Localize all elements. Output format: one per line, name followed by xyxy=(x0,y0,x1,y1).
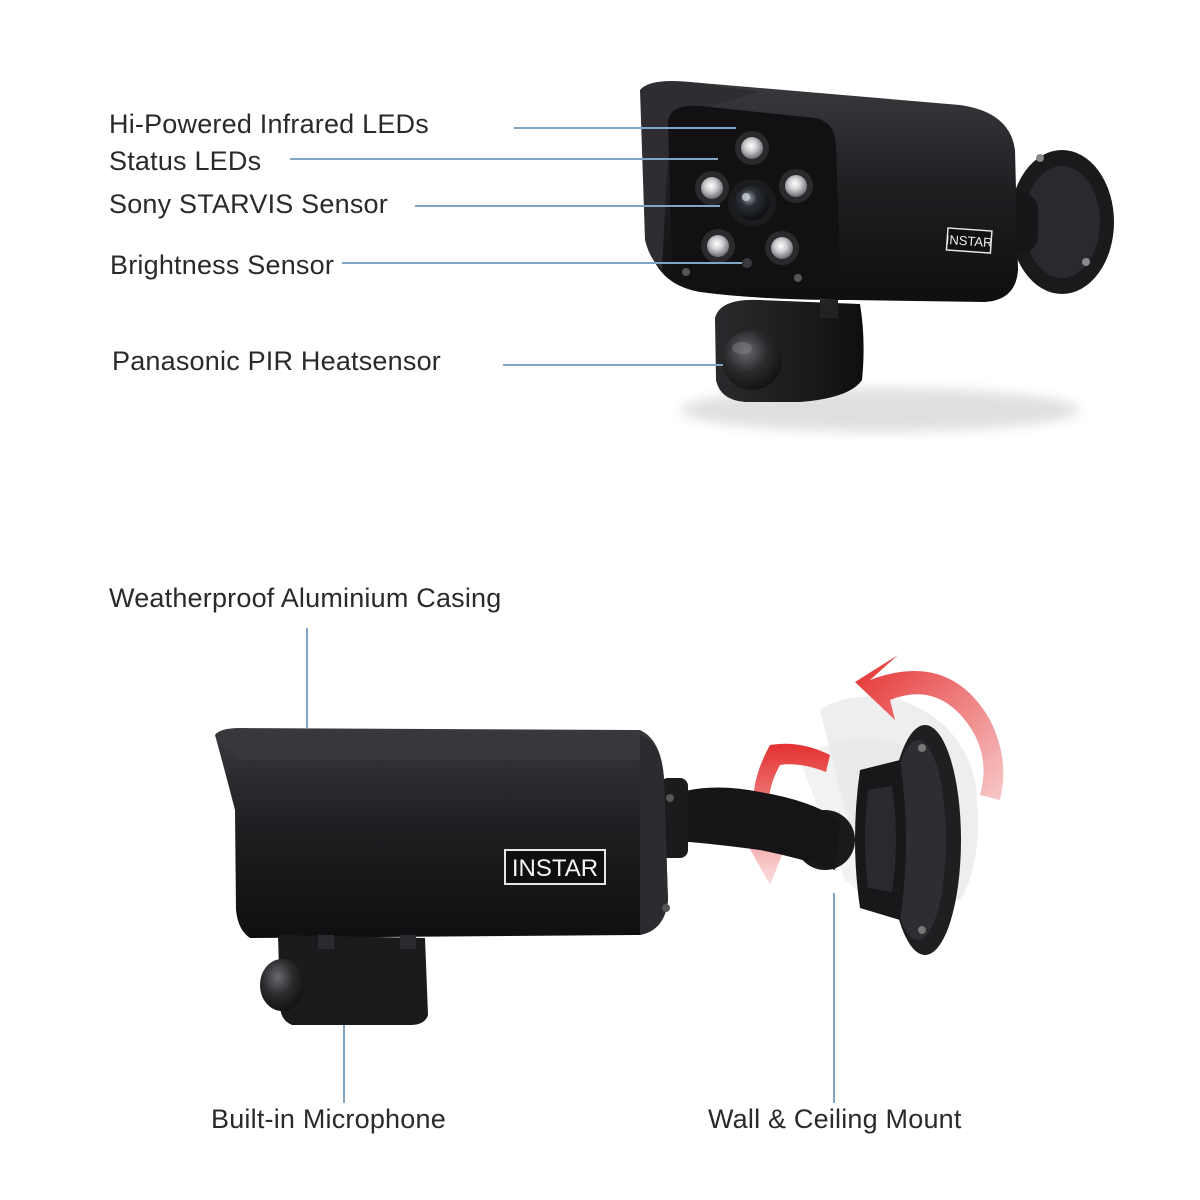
ir-led-cluster xyxy=(695,131,813,265)
label-ir-leds: Hi-Powered Infrared LEDs xyxy=(109,109,429,139)
pir-sensor xyxy=(722,330,782,390)
label-status-leds: Status LEDs xyxy=(109,146,262,176)
leader-casing xyxy=(306,628,308,728)
label-pir-sensor: Panasonic PIR Heatsensor xyxy=(112,346,441,376)
label-mount: Wall & Ceiling Mount xyxy=(708,1104,962,1134)
label-microphone: Built-in Microphone xyxy=(211,1104,446,1134)
top-camera: INSTAR xyxy=(640,81,1114,432)
leader-brightness xyxy=(342,262,742,264)
bottom-camera: INSTAR xyxy=(215,655,1004,1025)
label-brightness-sensor: Brightness Sensor xyxy=(110,250,335,280)
leader-sensor xyxy=(415,205,720,207)
side-brand-badge: INSTAR xyxy=(512,855,598,882)
label-casing: Weatherproof Aluminium Casing xyxy=(109,583,502,613)
leader-mount xyxy=(833,893,835,1103)
leader-status-leds xyxy=(290,158,718,160)
leader-pir xyxy=(503,364,723,366)
leader-microphone xyxy=(343,1025,345,1103)
top-brand-badge: INSTAR xyxy=(945,232,993,250)
label-sensor: Sony STARVIS Sensor xyxy=(109,189,388,219)
rotation-arrow-upper xyxy=(855,655,1004,800)
leader-ir-leds xyxy=(514,127,736,129)
